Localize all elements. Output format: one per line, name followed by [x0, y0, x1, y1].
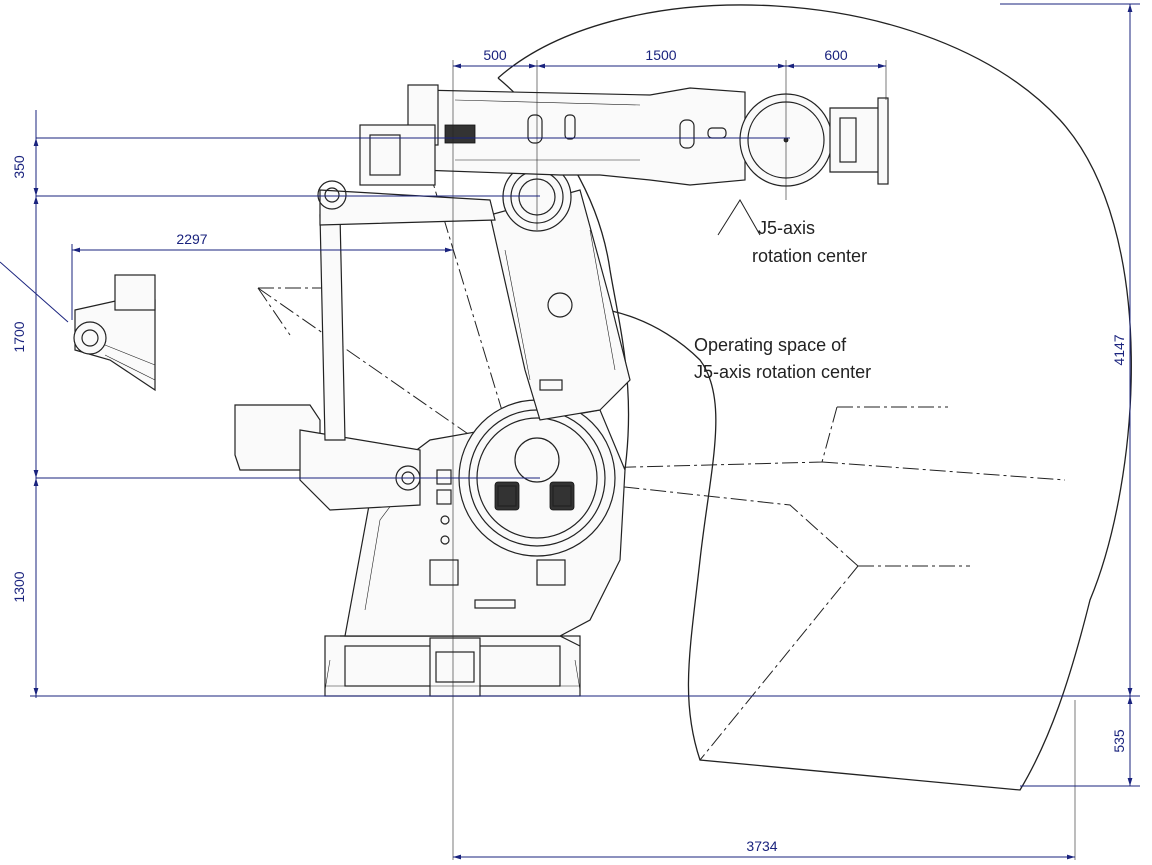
j5-label-line2: rotation center	[752, 246, 867, 266]
upper-arm	[359, 84, 746, 186]
dim-1300: 1300	[11, 571, 27, 602]
j5-label-line1: J5-axis	[758, 218, 815, 238]
dim-1500: 1500	[645, 47, 676, 63]
parallel-link	[317, 180, 496, 441]
dim-3734: 3734	[746, 838, 777, 854]
dim-535: 535	[1111, 729, 1127, 753]
operating-space-label-line1: Operating space of	[694, 335, 847, 355]
lower-arm	[489, 189, 631, 421]
centre-lines	[452, 60, 1076, 860]
robot-base	[324, 635, 581, 697]
dimension-lines	[30, 3, 1140, 860]
retracted-arm-detail	[0, 261, 156, 392]
dim-1700: 1700	[11, 321, 27, 352]
dim-600: 600	[824, 47, 848, 63]
operating-space-label-line2: J5-axis rotation center	[694, 362, 871, 382]
wrist	[739, 93, 889, 187]
dim-2297: 2297	[176, 231, 207, 247]
counterweight	[234, 404, 421, 511]
dim-350: 350	[11, 155, 27, 179]
dim-4147: 4147	[1111, 334, 1127, 365]
dim-500: 500	[483, 47, 507, 63]
